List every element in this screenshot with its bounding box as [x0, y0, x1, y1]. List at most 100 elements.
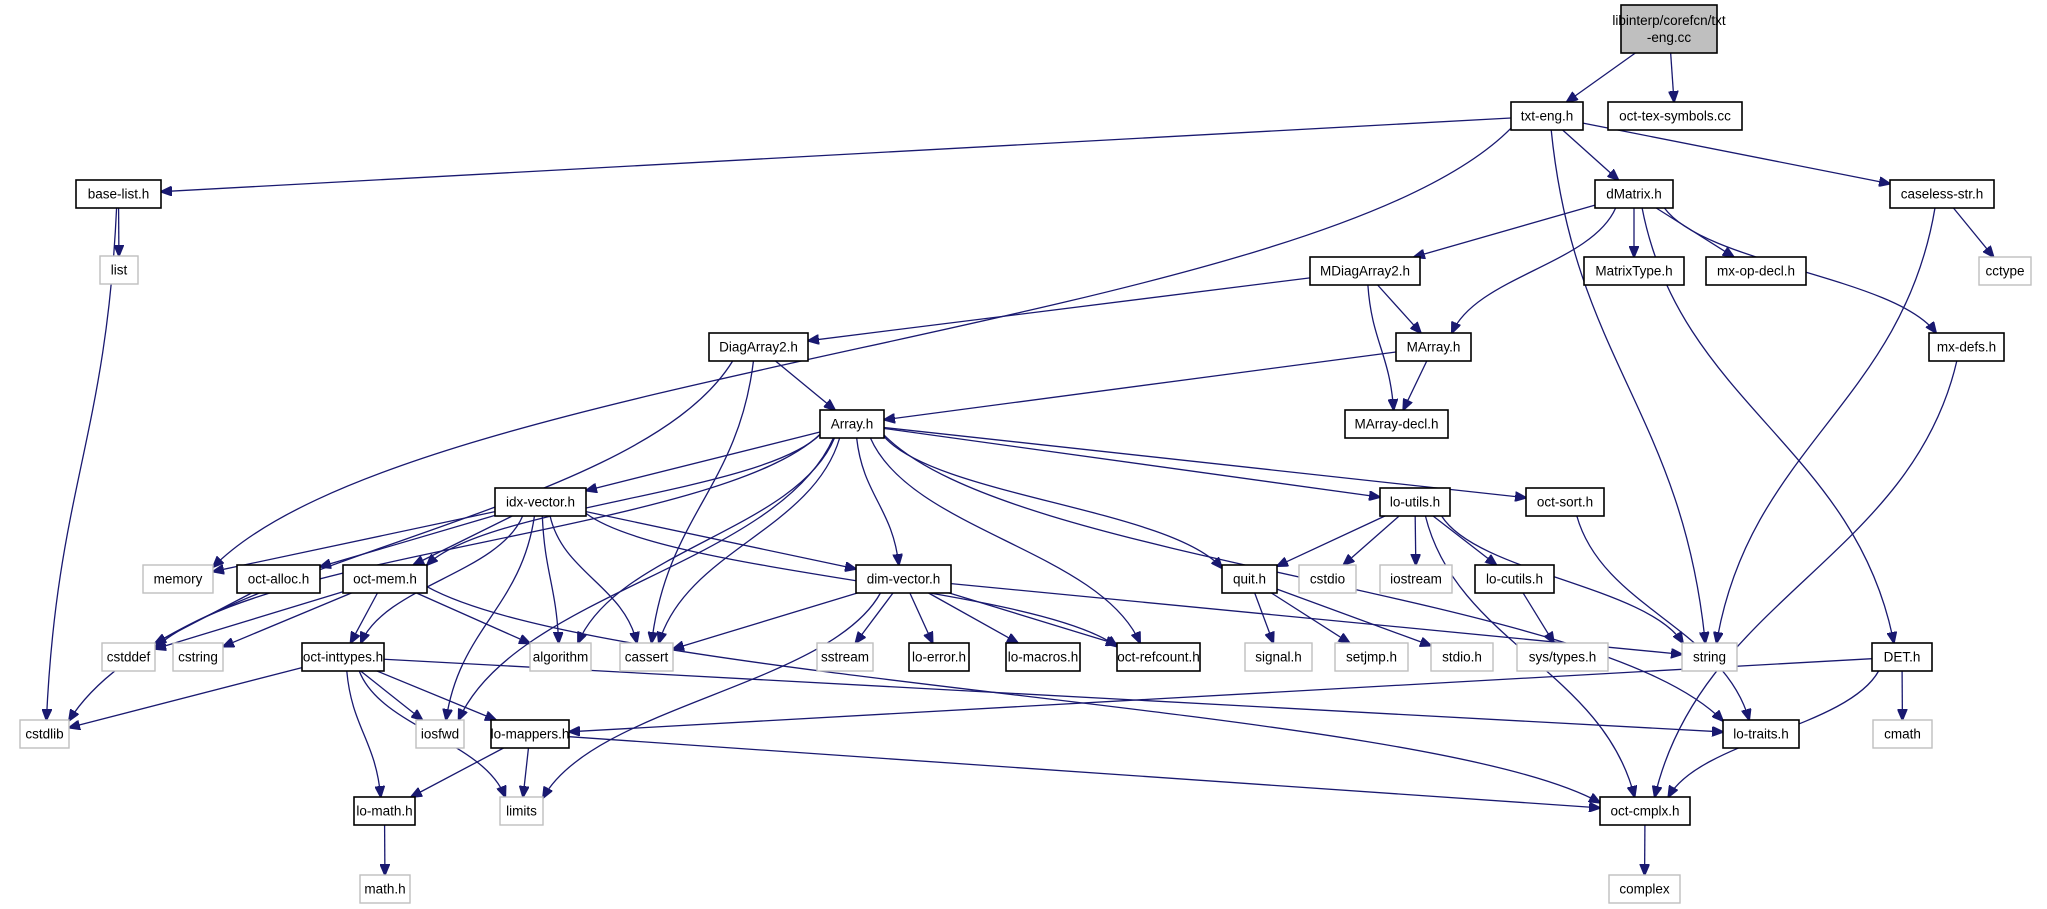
node-MArray-decl-h[interactable]: MArray-decl.h — [1344, 409, 1449, 439]
node-box[interactable] — [1583, 256, 1685, 286]
node-box[interactable] — [1379, 487, 1451, 517]
node-box — [816, 642, 874, 672]
edge-dim-vector-h-to-limits — [543, 592, 882, 798]
node-box[interactable] — [1474, 564, 1555, 594]
node-box[interactable] — [236, 564, 321, 594]
node-label: MatrixType.h — [1595, 264, 1672, 279]
node-box[interactable] — [342, 564, 428, 594]
node-label: limits — [506, 804, 537, 819]
node-txt-eng-h[interactable]: txt-eng.h — [1510, 101, 1584, 131]
node-box[interactable] — [855, 564, 952, 594]
edge-lo-mappers-h-to-oct-cmplx-h — [568, 736, 1600, 808]
node-label: MArray-decl.h — [1354, 417, 1438, 432]
node-oct-cmplx-h[interactable]: oct-cmplx.h — [1599, 796, 1691, 826]
edge-oct-mem-h-to-algorithm — [416, 592, 531, 643]
node-oct-tex-symbols-cc[interactable]: oct-tex-symbols.cc — [1607, 101, 1743, 131]
edge-dMatrix-h-to-MDiagArray2-h — [1414, 204, 1596, 257]
edge-oct-mem-h-to-cstring — [223, 592, 352, 647]
node-box[interactable] — [75, 179, 162, 209]
node-box[interactable] — [1599, 796, 1691, 826]
node-box[interactable] — [819, 409, 885, 439]
node-box[interactable] — [301, 642, 385, 672]
node-label: string — [1693, 650, 1726, 665]
node-oct-refcount-h[interactable]: oct-refcount.h — [1116, 642, 1201, 672]
node-box — [101, 642, 156, 672]
node-box[interactable] — [494, 487, 587, 517]
edge-caseless-str-h-to-string — [1717, 207, 1936, 643]
node-box[interactable] — [1510, 101, 1584, 131]
node-base-list-h[interactable]: base-list.h — [75, 179, 162, 209]
node-mx-defs-h[interactable]: mx-defs.h — [1928, 332, 2005, 362]
node-box — [529, 642, 592, 672]
node-iosfwd: iosfwd — [415, 719, 465, 749]
edge-Array-h-to-cstddef — [155, 433, 821, 648]
node-lo-math-h[interactable]: lo-math.h — [353, 796, 416, 826]
node-string: string — [1681, 642, 1738, 672]
node-box[interactable] — [1620, 4, 1718, 54]
node-box[interactable] — [1928, 332, 2005, 362]
node-box — [1379, 564, 1453, 594]
node-box[interactable] — [1722, 719, 1800, 749]
node-oct-mem-h[interactable]: oct-mem.h — [342, 564, 428, 594]
edge-DET-h-to-lo-mappers-h — [569, 658, 1873, 732]
node-quit-h[interactable]: quit.h — [1221, 564, 1278, 594]
node-label: setjmp.h — [1346, 650, 1397, 665]
node-box[interactable] — [1395, 332, 1472, 362]
node-DET-h[interactable]: DET.h — [1871, 642, 1933, 672]
node-caseless-str-h[interactable]: caseless-str.h — [1889, 179, 1995, 209]
node-oct-sort-h[interactable]: oct-sort.h — [1525, 487, 1605, 517]
node-box[interactable] — [1607, 101, 1743, 131]
node-box[interactable] — [708, 332, 809, 362]
node-box[interactable] — [1705, 256, 1807, 286]
node-box[interactable] — [1309, 256, 1421, 286]
node-box[interactable] — [1221, 564, 1278, 594]
node-lo-macros-h[interactable]: lo-macros.h — [1005, 642, 1081, 672]
node-label: iosfwd — [421, 727, 459, 742]
node-oct-inttypes-h[interactable]: oct-inttypes.h — [301, 642, 385, 672]
node-dim-vector-h[interactable]: dim-vector.h — [855, 564, 952, 594]
node-box[interactable] — [1889, 179, 1995, 209]
edge-dim-vector-h-to-lo-error-h — [909, 592, 933, 643]
node-box — [1298, 564, 1357, 594]
node-MDiagArray2-h[interactable]: MDiagArray2.h — [1309, 256, 1421, 286]
node-box[interactable] — [1116, 642, 1201, 672]
node-lo-traits-h[interactable]: lo-traits.h — [1722, 719, 1800, 749]
node-box[interactable] — [1525, 487, 1605, 517]
node-Array-h[interactable]: Array.h — [819, 409, 885, 439]
node-label: lo-error.h — [912, 650, 966, 665]
node-box[interactable] — [490, 719, 570, 749]
node-lo-error-h[interactable]: lo-error.h — [908, 642, 970, 672]
node-lo-utils-h[interactable]: lo-utils.h — [1379, 487, 1451, 517]
edge-lo-utils-h-to-lo-cutils-h — [1432, 515, 1496, 565]
node-DiagArray2-h[interactable]: DiagArray2.h — [708, 332, 809, 362]
node-oct-alloc-h[interactable]: oct-alloc.h — [236, 564, 321, 594]
edge-Array-h-to-cassert — [659, 437, 841, 643]
node-cstdio: cstdio — [1298, 564, 1357, 594]
node-box[interactable] — [1005, 642, 1081, 672]
edge-root-to-oct-tex-symbols-cc — [1671, 52, 1674, 102]
node-box — [359, 874, 411, 904]
node-label: lo-mappers.h — [491, 727, 570, 742]
node-lo-cutils-h[interactable]: lo-cutils.h — [1474, 564, 1555, 594]
node-box[interactable] — [1344, 409, 1449, 439]
node-dMatrix-h[interactable]: dMatrix.h — [1594, 179, 1674, 209]
node-box[interactable] — [908, 642, 970, 672]
node-box[interactable] — [1871, 642, 1933, 672]
edge-root-to-txt-eng-h — [1567, 52, 1636, 102]
node-root[interactable]: libinterp/corefcn/txt-eng.cc — [1612, 4, 1726, 54]
node-setjmp-h: setjmp.h — [1334, 642, 1409, 672]
node-mx-op-decl-h[interactable]: mx-op-decl.h — [1705, 256, 1807, 286]
node-MatrixType-h[interactable]: MatrixType.h — [1583, 256, 1685, 286]
node-box[interactable] — [353, 796, 416, 826]
edge-oct-inttypes-h-to-cstdlib — [69, 666, 303, 728]
node-lo-mappers-h[interactable]: lo-mappers.h — [490, 719, 570, 749]
edge-oct-inttypes-h-to-iosfwd — [360, 670, 423, 720]
node-idx-vector-h[interactable]: idx-vector.h — [494, 487, 587, 517]
node-MArray-h[interactable]: MArray.h — [1395, 332, 1472, 362]
edge-DiagArray2-h-to-Array-h — [775, 360, 836, 410]
edge-idx-vector-h-to-algorithm — [541, 515, 558, 643]
node-label: cstdlib — [25, 727, 63, 742]
node-box[interactable] — [1594, 179, 1674, 209]
edge-dim-vector-h-to-lo-macros-h — [928, 592, 1018, 643]
node-label: MArray.h — [1407, 340, 1461, 355]
